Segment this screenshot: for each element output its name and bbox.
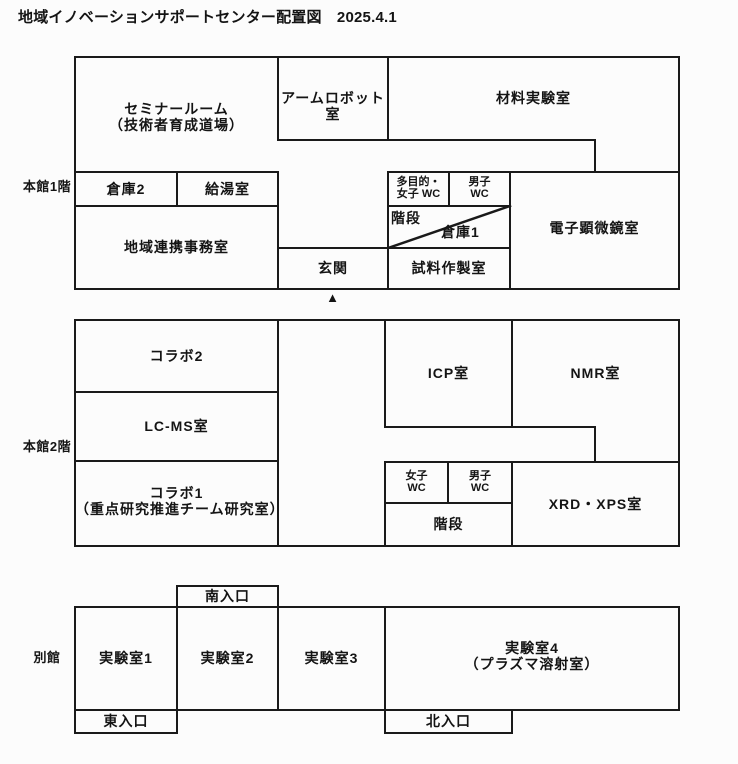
- room-electron-microscope: 電子顕微鏡室: [549, 220, 640, 236]
- room-stairs-1f: 階段: [391, 210, 421, 226]
- floor2-label: 本館2階: [22, 439, 72, 454]
- floor1-label: 本館1階: [22, 179, 72, 194]
- room-multipurpose-wc: 多目的・ 女子 WC: [396, 176, 441, 200]
- room-lab2: 実験室2: [200, 650, 255, 666]
- room-kitchenette: 給湯室: [205, 181, 250, 197]
- east-entrance: 東入口: [103, 713, 149, 729]
- page-title: 地域イノベーションサポートセンター配置図 2025.4.1: [18, 9, 397, 26]
- annex-label: 別館: [33, 650, 61, 665]
- stairs-diagonal-line: [386, 204, 512, 250]
- room-seminar: セミナールーム （技術者育成道場）: [109, 101, 244, 133]
- room-stairs-2f: 階段: [433, 516, 464, 532]
- floor2-walls: [74, 319, 680, 547]
- room-lab1: 実験室1: [99, 650, 153, 666]
- floor1-walls: [74, 56, 680, 290]
- room-entrance-hall: 玄関: [318, 260, 348, 276]
- room-collab2: コラボ2: [149, 348, 204, 364]
- north-entrance: 北入口: [426, 713, 471, 729]
- room-lab3: 実験室3: [304, 650, 359, 666]
- room-lcms: LC-MS室: [144, 418, 209, 434]
- room-xrd-xps: XRD・XPS室: [548, 496, 643, 512]
- south-entrance: 南入口: [205, 588, 250, 604]
- room-mens-wc-2f: 男子 WC: [469, 470, 491, 494]
- room-icp: ICP室: [427, 365, 470, 381]
- room-collab1: コラボ1 （重点研究推進チーム研究室）: [75, 485, 285, 517]
- room-sample-prep: 試料作製室: [411, 260, 487, 276]
- annex-walls: [74, 585, 680, 734]
- room-arm-robot: アームロボット室: [281, 90, 385, 122]
- room-storage2: 倉庫2: [106, 181, 146, 197]
- room-womens-wc-2f: 女子 WC: [405, 470, 428, 494]
- room-nmr: NMR室: [570, 365, 621, 381]
- room-mens-wc-1f: 男子 WC: [468, 176, 491, 200]
- entrance-marker-icon: ▲: [326, 290, 340, 305]
- room-storage1: 倉庫1: [441, 224, 480, 240]
- room-lab4: 実験室4 （プラズマ溶射室）: [464, 640, 600, 672]
- room-regional-office: 地域連携事務室: [124, 239, 229, 255]
- room-materials-lab: 材料実験室: [496, 90, 571, 106]
